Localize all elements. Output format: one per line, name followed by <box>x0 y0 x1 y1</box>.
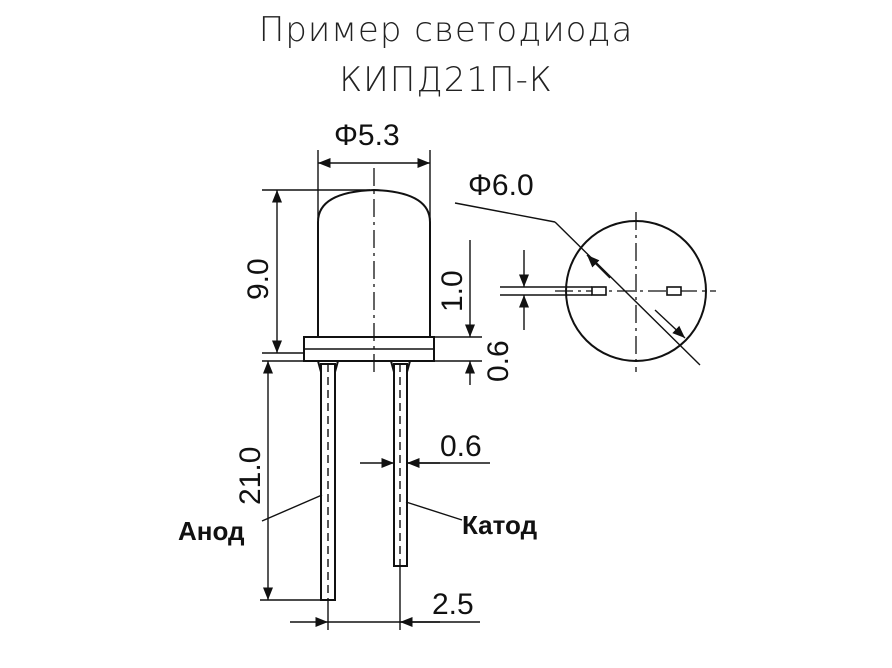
anode-label: Анод <box>178 516 245 546</box>
cathode-label: Катод <box>462 510 538 540</box>
diagram-title-line1: Пример светодиода <box>258 10 634 50</box>
dim-pin-offset <box>500 250 592 330</box>
dim-lens-height-text: 9.0 <box>242 258 275 300</box>
anode-pin-section <box>591 286 607 296</box>
dim-lead-spacing-text: 2.5 <box>432 588 474 621</box>
dim-lens-height: 9.0 <box>242 189 370 354</box>
led-side-view <box>303 168 435 601</box>
dim-lead-spacing: 2.5 <box>290 566 480 630</box>
dim-lead-width-text: 0.6 <box>440 430 482 463</box>
lens-outline <box>317 188 431 337</box>
lead-labels: Анод Катод <box>178 494 538 546</box>
dim-flange-offset-text: 1.0 <box>436 270 469 312</box>
dim-lens-diameter-text: Φ5.3 <box>334 119 400 152</box>
dim-flange: 1.0 0.6 <box>434 240 515 385</box>
diagram-title-line2: КИПД21П-К <box>339 60 553 100</box>
led-top-view: Φ6.0 <box>454 169 716 372</box>
dim-lens-diameter: Φ5.3 <box>317 119 431 220</box>
dim-lead-width: 0.6 <box>360 430 490 469</box>
dim-lead-length: 21.0 <box>234 360 321 601</box>
cathode-pin-section <box>666 286 682 296</box>
dim-flange-diameter-text: Φ6.0 <box>468 169 534 202</box>
dim-lead-length-text: 21.0 <box>234 447 267 505</box>
dim-flange-thickness-text: 0.6 <box>482 340 515 382</box>
